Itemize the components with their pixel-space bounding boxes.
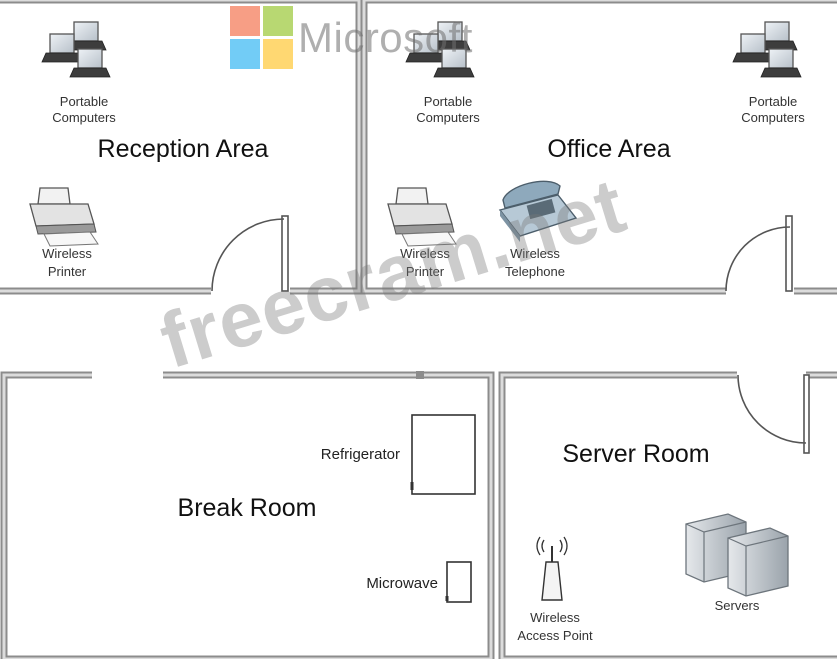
wireless-telephone-icon [498, 180, 578, 242]
portable-computers-icon [42, 22, 110, 77]
refrigerator-label: Refrigerator [321, 446, 400, 463]
microsoft-wordmark: Microsoft [298, 14, 473, 61]
office-computers-right-label-1: Portable [749, 94, 797, 109]
reception-area-title: Reception Area [98, 135, 269, 163]
microsoft-logo: Microsoft [230, 6, 510, 70]
office-computers-right-label-2: Computers [741, 110, 805, 125]
office-area: Portable Computers Portable Computers Of… [387, 22, 805, 279]
break-room: Break Room Refrigerator Microwave [178, 414, 476, 603]
wireless-access-point-icon [536, 536, 568, 601]
doors [211, 215, 810, 454]
reception-computers-label-2: Computers [52, 110, 116, 125]
server-room-title: Server Room [562, 440, 709, 468]
portable-computers-icon [733, 22, 801, 77]
office-computers-left-label-2: Computers [416, 110, 480, 125]
windows-logo-icon [230, 6, 294, 70]
office-telephone-label-1: Wireless [510, 246, 560, 261]
servers-icon [685, 513, 789, 597]
access-point-label-2: Access Point [517, 628, 593, 643]
microwave-label: Microwave [366, 575, 438, 592]
servers-label: Servers [715, 598, 760, 613]
break-room-title: Break Room [178, 494, 317, 522]
reception-computers-label-1: Portable [60, 94, 108, 109]
refrigerator-icon [411, 414, 476, 495]
wireless-printer-icon [29, 187, 99, 247]
office-printer-label-1: Wireless [400, 246, 450, 261]
reception-area: Portable Computers Reception Area Wirele… [29, 22, 269, 279]
reception-printer-label-1: Wireless [42, 246, 92, 261]
office-printer-label-2: Printer [406, 264, 445, 279]
microwave-icon [446, 561, 472, 603]
office-computers-left-label-1: Portable [424, 94, 472, 109]
server-room: Server Room Wireless Access Point Server… [517, 440, 789, 643]
reception-printer-label-2: Printer [48, 264, 87, 279]
office-telephone-label-2: Telephone [505, 264, 565, 279]
access-point-label-1: Wireless [530, 610, 580, 625]
office-area-title: Office Area [547, 135, 670, 163]
